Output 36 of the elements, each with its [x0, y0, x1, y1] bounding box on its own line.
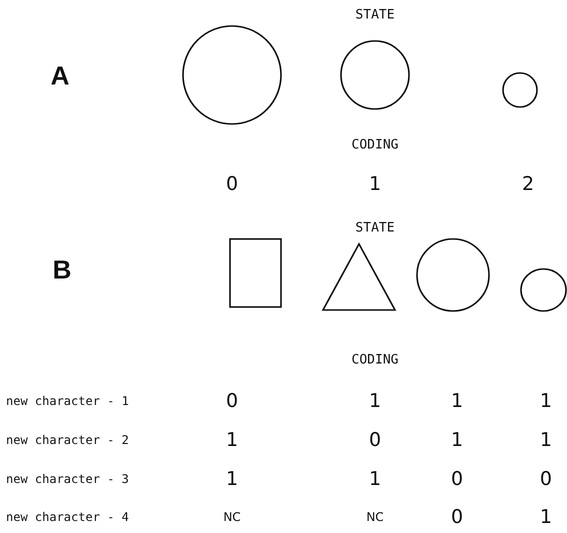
triangle-shape: [322, 243, 396, 311]
code-digit: 1: [368, 173, 382, 195]
panel-letter: A: [50, 60, 70, 92]
heading: STATE: [355, 220, 395, 236]
row-label: new character - 3: [6, 472, 129, 486]
table-value: NC: [366, 510, 384, 524]
table-value: 0: [450, 506, 464, 528]
heading: STATE: [355, 8, 395, 22]
table-value: 0: [450, 468, 464, 490]
circle-shape: [416, 238, 490, 312]
heading: CODING: [352, 352, 398, 368]
table-value: 1: [450, 390, 464, 412]
table-value: 0: [226, 390, 238, 412]
table-value: 0: [368, 429, 382, 451]
code-digit: 2: [522, 173, 534, 195]
circle-shape: [520, 268, 567, 312]
heading: CODING: [352, 138, 398, 152]
circle-shape: [340, 40, 410, 110]
circle-shape: [182, 25, 282, 125]
table-value: 1: [540, 506, 552, 528]
circle-shape: [502, 72, 538, 108]
table-value: NC: [223, 510, 241, 524]
rectangle-shape: [229, 238, 282, 308]
panel-letter: B: [52, 254, 72, 286]
table-value: 1: [450, 429, 464, 451]
row-label: new character - 4: [6, 510, 129, 524]
table-value: 1: [368, 468, 382, 490]
table-value: 1: [226, 468, 238, 490]
table-value: 1: [226, 429, 238, 451]
row-label: new character - 1: [6, 394, 129, 408]
code-digit: 0: [226, 173, 238, 195]
table-value: 0: [540, 468, 552, 490]
table-value: 1: [368, 390, 382, 412]
row-label: new character - 2: [6, 433, 129, 447]
table-value: 1: [540, 429, 552, 451]
table-value: 1: [540, 390, 552, 412]
